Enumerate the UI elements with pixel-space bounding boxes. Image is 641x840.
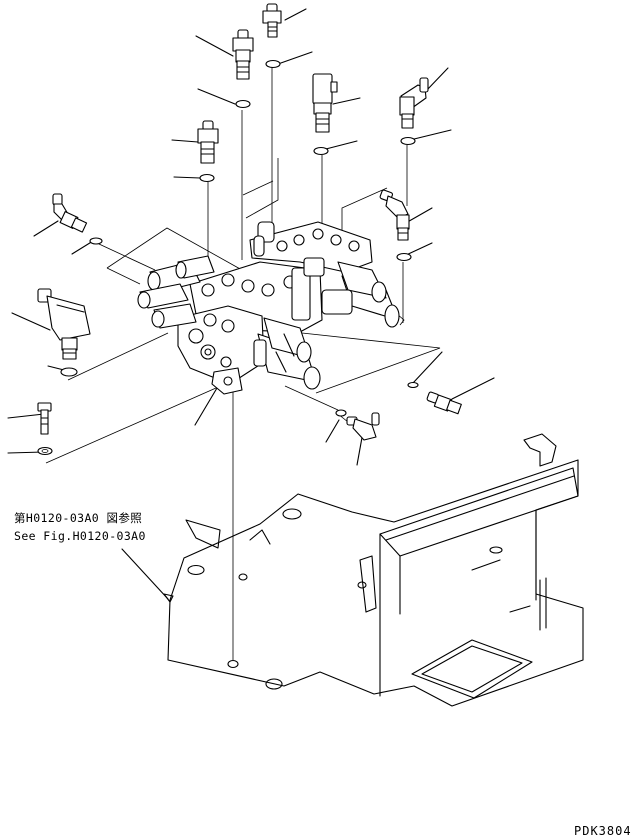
o-ring-i [408,383,418,388]
fitting-top-left-plug [233,30,253,79]
drawing-number: PDK3804 [574,824,632,838]
bolt [38,403,51,434]
fitting-top-right-plug [263,4,281,37]
washer [38,448,52,455]
figure-reference-english: See Fig.H0120-03A0 [14,529,146,543]
o-ring-f [90,238,102,244]
straight-fitting-right [427,392,462,414]
assembly-guide-lines [46,67,440,660]
control-valve-assembly [138,222,399,394]
plug-fitting-left [198,121,218,163]
o-ring-j [336,410,346,416]
elbow-fitting-left [53,194,87,232]
o-ring-c [314,148,328,155]
o-ring-e [200,175,214,182]
elbow-fitting-top [400,78,428,128]
o-ring-g [397,254,411,261]
base-plate [168,434,583,706]
elbow-fitting-right [380,190,409,240]
elbow-fitting-bottom [347,413,379,440]
pressure-switch [313,74,337,132]
o-ring-a [266,61,280,68]
o-ring-b [236,101,250,108]
solenoid-valve-left [38,289,90,359]
o-ring-h [61,368,77,376]
o-ring-d [401,138,415,145]
figure-reference-japanese: 第H0120-03A0 図参照 [14,511,143,525]
reference-arrow-icon [164,594,173,602]
